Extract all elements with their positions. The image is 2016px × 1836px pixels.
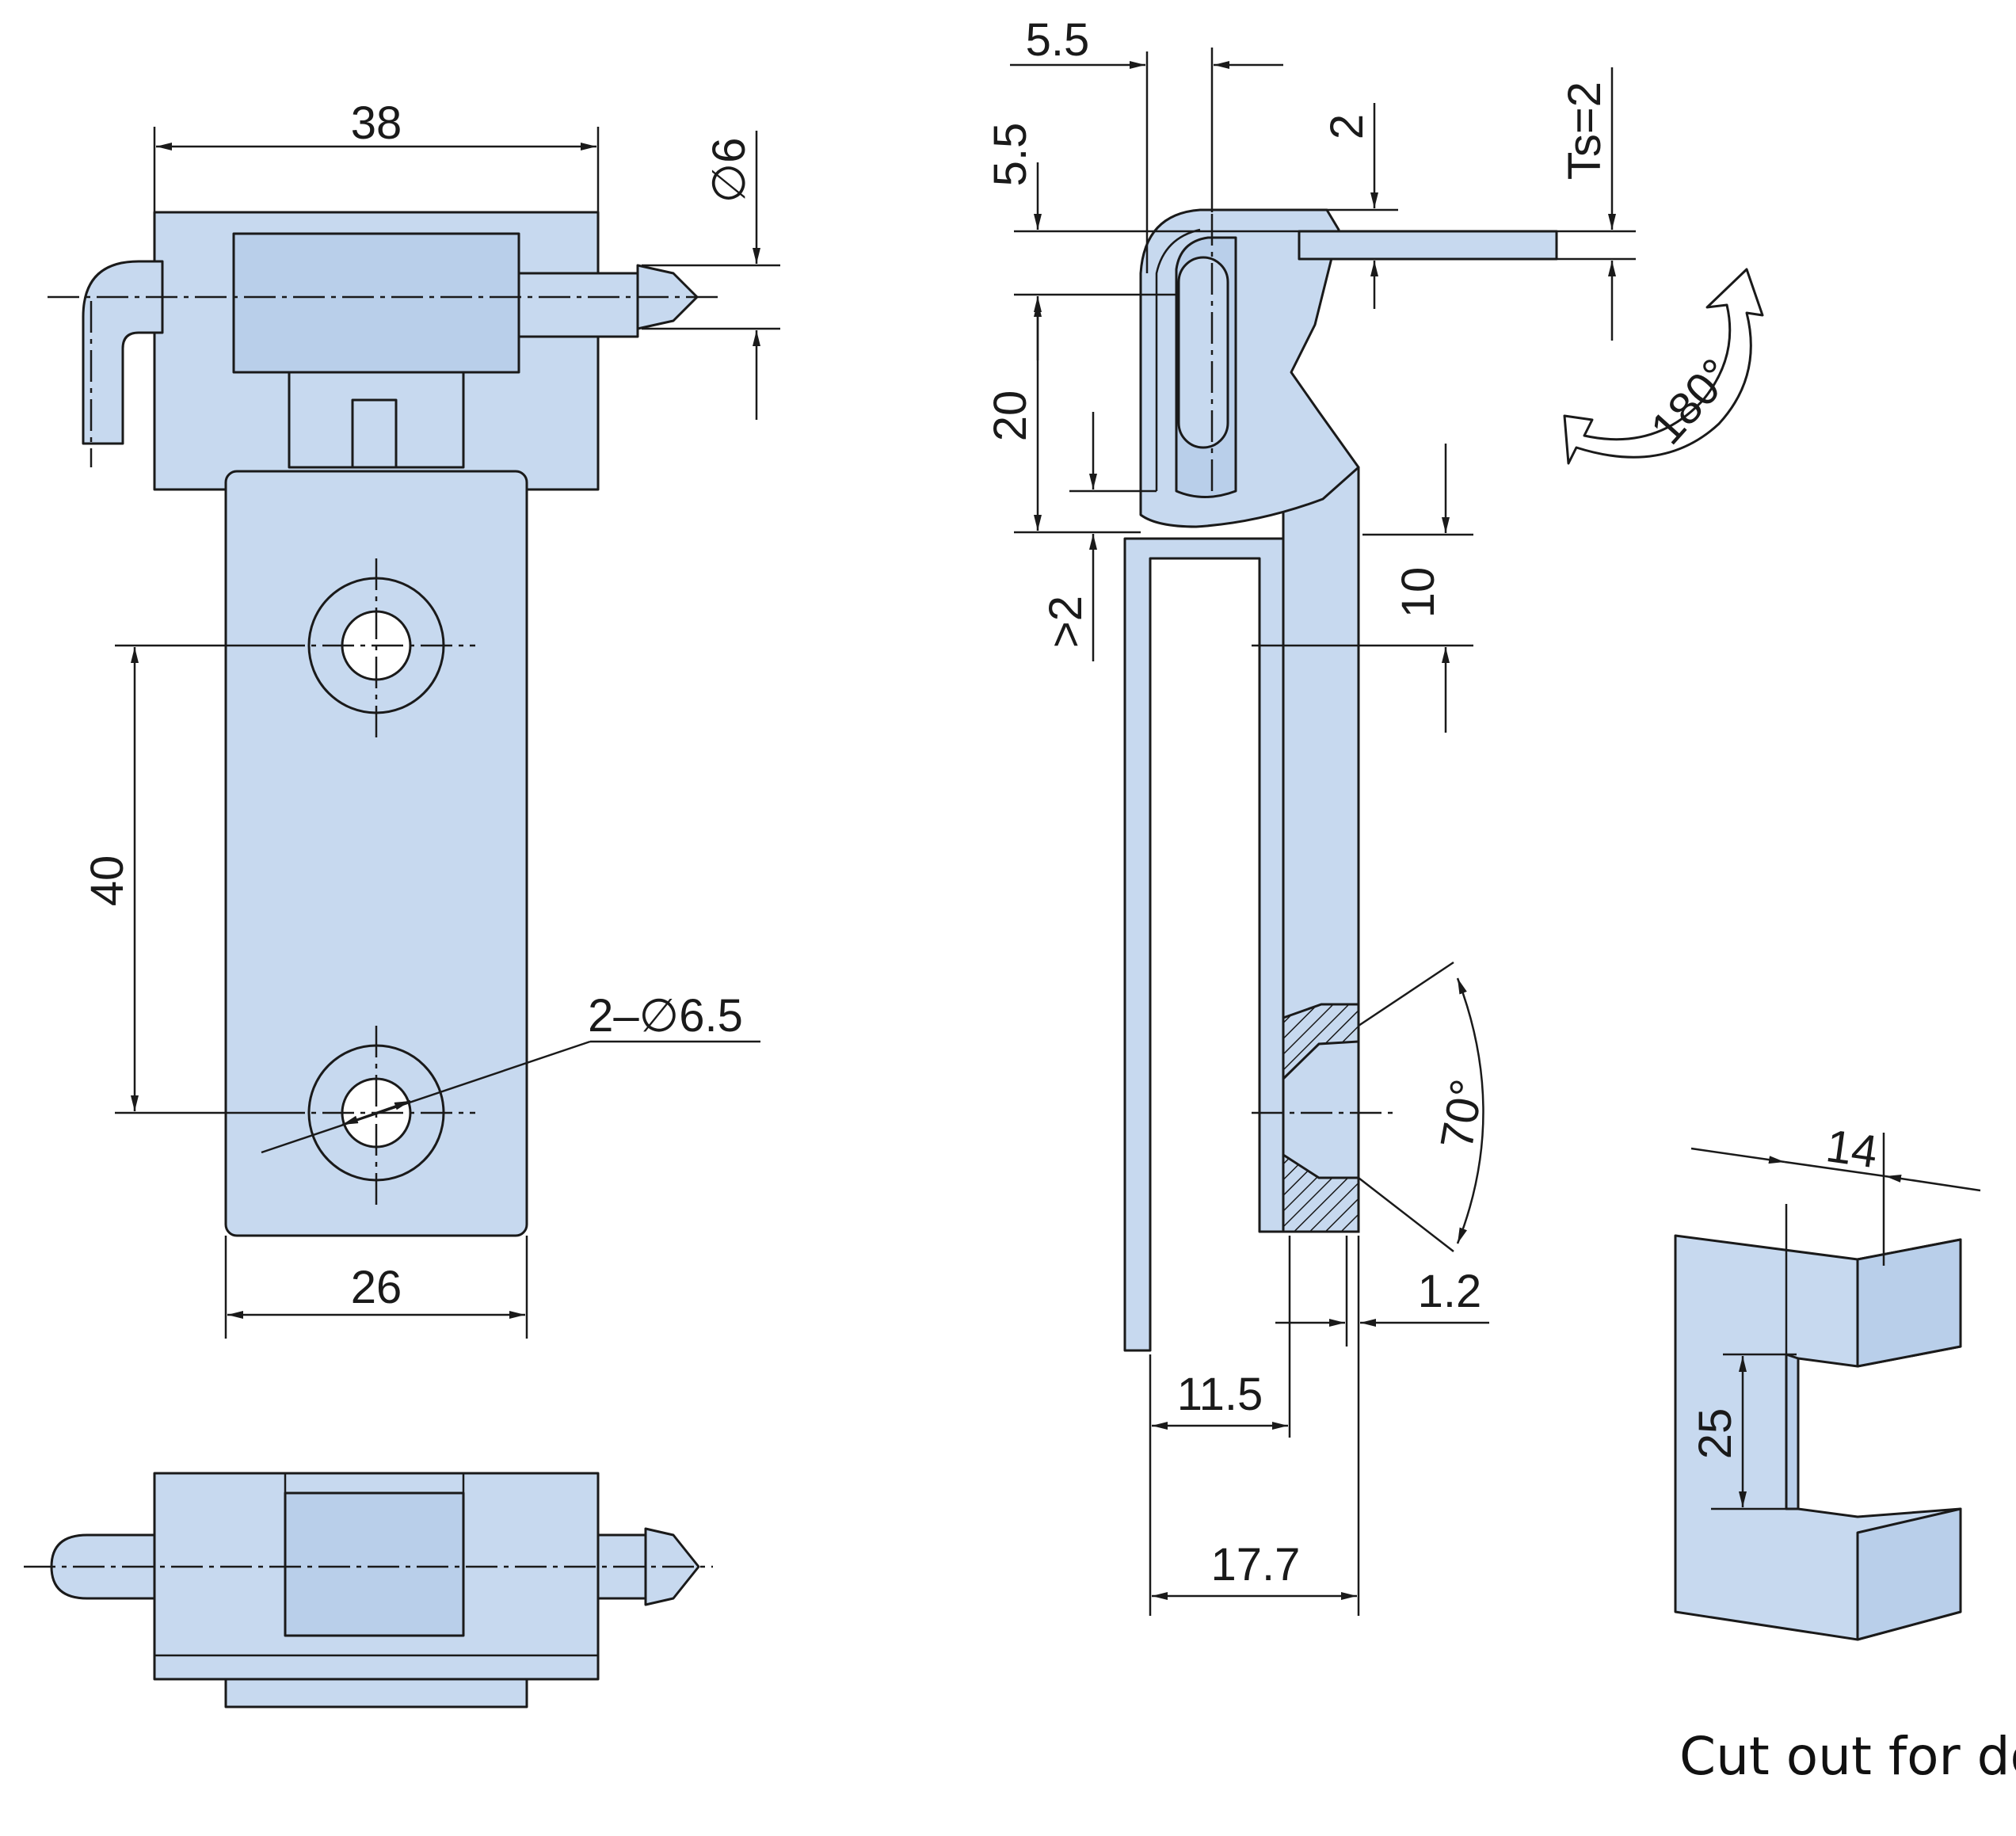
dim-label-2: 2	[1321, 114, 1373, 139]
dim-label-gt-2: >2	[1040, 596, 1092, 648]
hinge-pin-handle	[82, 260, 164, 445]
dim-label-26: 26	[351, 1262, 402, 1313]
dim-label-holes: 2–∅6.5	[588, 990, 743, 1042]
cutout-face	[1856, 1507, 1962, 1641]
dim-label-11-5: 11.5	[1177, 1369, 1263, 1420]
dim-label-40: 40	[82, 855, 133, 907]
hinge-front-view	[48, 127, 780, 1339]
dim-label-25: 25	[1690, 1408, 1741, 1460]
countersink-section	[1282, 1152, 1360, 1233]
dim-label-20: 20	[985, 390, 1036, 442]
hinge-side-section	[1010, 48, 1764, 1616]
dim-label-17-7: 17.7	[1211, 1539, 1301, 1590]
hinge-leaf	[224, 470, 528, 1237]
cutout-caption: Cut out for door	[1679, 1726, 2016, 1787]
hinge-pin	[517, 272, 639, 338]
cutout-inner-edge	[1785, 1353, 1800, 1510]
hinge-tab	[351, 398, 398, 469]
hinge-knuckle-bottom	[284, 1491, 465, 1637]
door-sheet	[1298, 230, 1558, 261]
rotation-arrow-icon	[1563, 268, 1764, 465]
dim-label-diameter-6: ∅6	[703, 138, 755, 204]
dim-label-38: 38	[351, 97, 402, 149]
dim-label-14: 14	[1823, 1120, 1881, 1178]
door-cutout-view	[1674, 1133, 1981, 1641]
hinge-pin-section	[1177, 256, 1229, 449]
dim-label-10: 10	[1393, 567, 1444, 619]
dim-label-70: 70°	[1431, 1076, 1493, 1153]
dim-label-5-5-side: 5.5	[985, 123, 1036, 187]
hinge-bottom-view	[24, 1472, 713, 1708]
hinge-leaf-edge	[224, 1674, 528, 1708]
dim-label-sheet-thickness: Ts=2	[1559, 82, 1610, 180]
leaf-side	[1282, 466, 1360, 1233]
dim-label-5-5-top: 5.5	[1026, 14, 1090, 66]
cutout-face	[1856, 1238, 1962, 1368]
dim-label-1-2: 1.2	[1418, 1266, 1482, 1317]
frame-profile	[1123, 537, 1285, 1352]
hinge-knuckle	[232, 232, 520, 374]
